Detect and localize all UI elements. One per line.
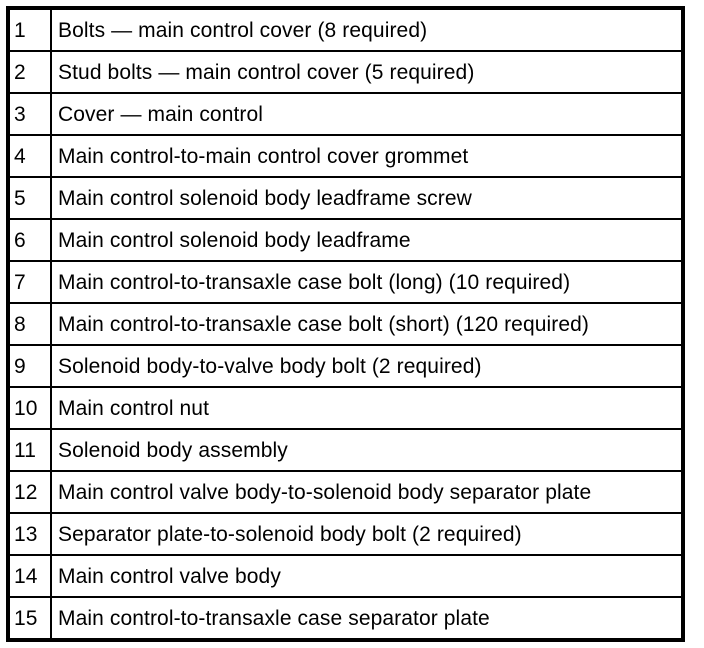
part-number-cell: 3 [7, 92, 52, 136]
part-description-cell: Main control valve body-to-solenoid body… [50, 470, 684, 514]
part-number-cell: 6 [7, 218, 52, 262]
part-number-cell: 10 [7, 386, 52, 430]
part-number-cell: 13 [7, 512, 52, 556]
part-number-cell: 15 [7, 596, 52, 641]
part-description-cell: Main control-to-transaxle case separator… [50, 596, 684, 641]
part-description-cell: Main control valve body [50, 554, 684, 598]
part-description-cell: Separator plate-to-solenoid body bolt (2… [50, 512, 684, 556]
part-number-cell: 12 [7, 470, 52, 514]
part-description-cell: Stud bolts — main control cover (5 requi… [50, 50, 684, 94]
part-description-cell: Bolts — main control cover (8 required) [50, 7, 684, 52]
part-number-cell: 7 [7, 260, 52, 304]
part-description-cell: Solenoid body assembly [50, 428, 684, 472]
part-description-cell: Main control-to-transaxle case bolt (lon… [50, 260, 684, 304]
part-description-cell: Solenoid body-to-valve body bolt (2 requ… [50, 344, 684, 388]
part-description-cell: Cover — main control [50, 92, 684, 136]
part-description-cell: Main control-to-main control cover gromm… [50, 134, 684, 178]
part-description-cell: Main control solenoid body leadframe scr… [50, 176, 684, 220]
part-number-cell: 9 [7, 344, 52, 388]
part-description-cell: Main control-to-transaxle case bolt (sho… [50, 302, 684, 346]
part-number-cell: 4 [7, 134, 52, 178]
part-number-cell: 8 [7, 302, 52, 346]
part-number-cell: 11 [7, 428, 52, 472]
part-number-cell: 1 [7, 7, 52, 52]
part-number-cell: 5 [7, 176, 52, 220]
part-number-cell: 2 [7, 50, 52, 94]
part-description-cell: Main control solenoid body leadframe [50, 218, 684, 262]
part-description-cell: Main control nut [50, 386, 684, 430]
part-number-cell: 14 [7, 554, 52, 598]
